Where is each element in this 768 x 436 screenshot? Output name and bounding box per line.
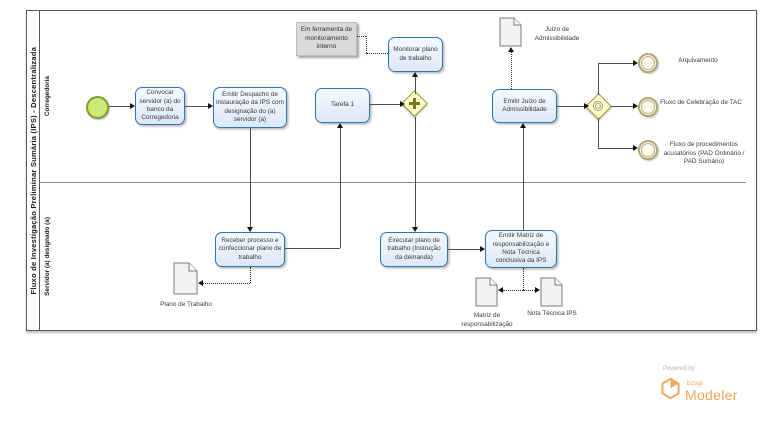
flow-despacho-receber bbox=[250, 128, 251, 227]
flow-receber-tarefa1-v bbox=[340, 128, 341, 248]
flow-juizo-gateway bbox=[557, 106, 584, 107]
flow-start-convocar bbox=[109, 106, 131, 107]
flow-despacho-receber-arrow bbox=[247, 226, 253, 232]
assoc-matriz-arrow bbox=[498, 287, 503, 293]
flow-tarefa1-gateway bbox=[370, 104, 400, 105]
flow-gateway-monitorar-arrow bbox=[412, 72, 418, 77]
task-monitorar-plano[interactable]: Monitorar plano de trabalho bbox=[388, 37, 443, 72]
flow-start-convocar-arrow bbox=[129, 103, 135, 109]
end-label-arquivamento: Arquivamento bbox=[678, 57, 718, 64]
powered-by-label: Powered by bbox=[663, 366, 695, 372]
assoc-juizo-doc-arrow bbox=[508, 47, 514, 52]
flow-gateway-tac-arrow bbox=[632, 103, 638, 109]
document-matriz-icon[interactable] bbox=[475, 277, 498, 312]
task-emitir-despacho[interactable]: Emitir Despacho de instauração da IPS co… bbox=[213, 87, 287, 128]
task-tarefa-1[interactable]: Tarefa 1 bbox=[315, 88, 370, 123]
assoc-nota-h-right bbox=[523, 290, 535, 291]
assoc-annotation-v bbox=[366, 36, 367, 53]
lane-corregedoria-band: Corregedoria bbox=[40, 11, 54, 182]
task-convocar-servidor[interactable]: Convocar servidor (a) do banco da Correg… bbox=[135, 87, 185, 125]
lane-corregedoria: Corregedoria bbox=[40, 11, 746, 183]
lane-servidor-band: Servidor (a) designado (a) bbox=[40, 183, 54, 330]
document-plano-label: Plano de Trabalho bbox=[160, 301, 212, 308]
end-event-pad[interactable] bbox=[638, 140, 658, 160]
flow-tarefa1-gateway-arrow bbox=[399, 101, 405, 107]
document-plano-icon[interactable] bbox=[173, 262, 198, 300]
flow-gateway-pad-h bbox=[598, 148, 633, 149]
bizagi-branding[interactable]: Powered by bizagi Modeler bbox=[660, 357, 755, 405]
flow-receber-tarefa1-h bbox=[285, 248, 340, 249]
event-gateway-circle-icon bbox=[589, 97, 608, 116]
assoc-plano-arrow bbox=[198, 280, 203, 286]
assoc-annotation-h1 bbox=[357, 36, 366, 37]
pool-title-band: Fluxo de Investigação Preliminar Sumária… bbox=[27, 11, 40, 330]
lane-corregedoria-label: Corregedoria bbox=[43, 76, 51, 117]
end-label-pad: Fluxo de procedimentos acusatórios (PAD … bbox=[663, 141, 745, 166]
flow-gateway-pad-v bbox=[598, 118, 599, 149]
start-event[interactable] bbox=[86, 96, 109, 119]
annotation-ferramenta-monitoramento[interactable]: Em ferramenta de monitoramento interno bbox=[296, 22, 357, 56]
flow-executar-matriz-arrow bbox=[479, 246, 485, 252]
modeler-wordmark: Modeler bbox=[685, 387, 738, 403]
assoc-plano-v bbox=[250, 267, 251, 283]
flow-gateway-executar bbox=[415, 117, 416, 227]
task-emitir-matriz[interactable]: Emitir Matriz de responsabilização e Not… bbox=[485, 230, 557, 268]
document-matriz-label: Matriz de responsabilização bbox=[461, 312, 513, 328]
assoc-plano-h bbox=[203, 283, 250, 284]
task-executar-plano[interactable]: Executar plano de trabalho (Instrução da… bbox=[380, 232, 448, 267]
flow-gateway-arquivamento-v bbox=[598, 63, 599, 95]
assoc-matriz-v bbox=[523, 268, 524, 290]
flow-matriz-juizo bbox=[523, 128, 524, 230]
assoc-matriz-h-left bbox=[503, 290, 523, 291]
task-emitir-juizo[interactable]: Emitir Juízo de Admissibilidade bbox=[492, 89, 557, 123]
lane-servidor-label: Servidor (a) designado (a) bbox=[43, 217, 51, 296]
flow-juizo-gateway-arrow bbox=[583, 103, 589, 109]
end-event-arquivamento[interactable] bbox=[638, 53, 658, 73]
flow-receber-tarefa1-arrow bbox=[337, 123, 343, 128]
assoc-juizo-doc bbox=[511, 52, 512, 89]
bizagi-hexagon-icon bbox=[660, 377, 681, 405]
assoc-nota-arrow bbox=[534, 287, 540, 293]
document-nota-label: Nota Técnica IPS bbox=[527, 310, 577, 317]
flow-gateway-arquivamento-h bbox=[598, 63, 633, 64]
flow-executar-matriz bbox=[448, 249, 480, 250]
pool-title: Fluxo de Investigação Preliminar Sumária… bbox=[28, 46, 38, 295]
parallel-gateway-plus-icon bbox=[405, 94, 424, 113]
flow-gateway-tac bbox=[611, 106, 633, 107]
flow-gateway-arquivamento-arrow bbox=[632, 60, 638, 66]
task-receber-processo[interactable]: Receber processo e confeccionar plano de… bbox=[215, 232, 285, 267]
document-juizo-icon[interactable] bbox=[499, 17, 522, 52]
flow-matriz-juizo-arrow bbox=[520, 123, 526, 128]
flow-convocar-despacho-arrow bbox=[207, 103, 213, 109]
flow-convocar-despacho bbox=[185, 106, 208, 107]
assoc-annotation-h2 bbox=[366, 53, 388, 54]
bizagi-wordmark: bizagi bbox=[687, 381, 703, 387]
document-nota-icon[interactable] bbox=[540, 277, 563, 312]
end-label-tac: Fluxo de Celebração de TAC bbox=[660, 99, 742, 106]
flow-gateway-executar-arrow bbox=[412, 226, 418, 232]
flow-gateway-monitorar bbox=[415, 77, 416, 94]
document-juizo-label: Juízo de Admissibilidade bbox=[534, 26, 580, 42]
end-event-tac[interactable] bbox=[638, 97, 658, 117]
flow-gateway-pad-arrow bbox=[632, 145, 638, 151]
